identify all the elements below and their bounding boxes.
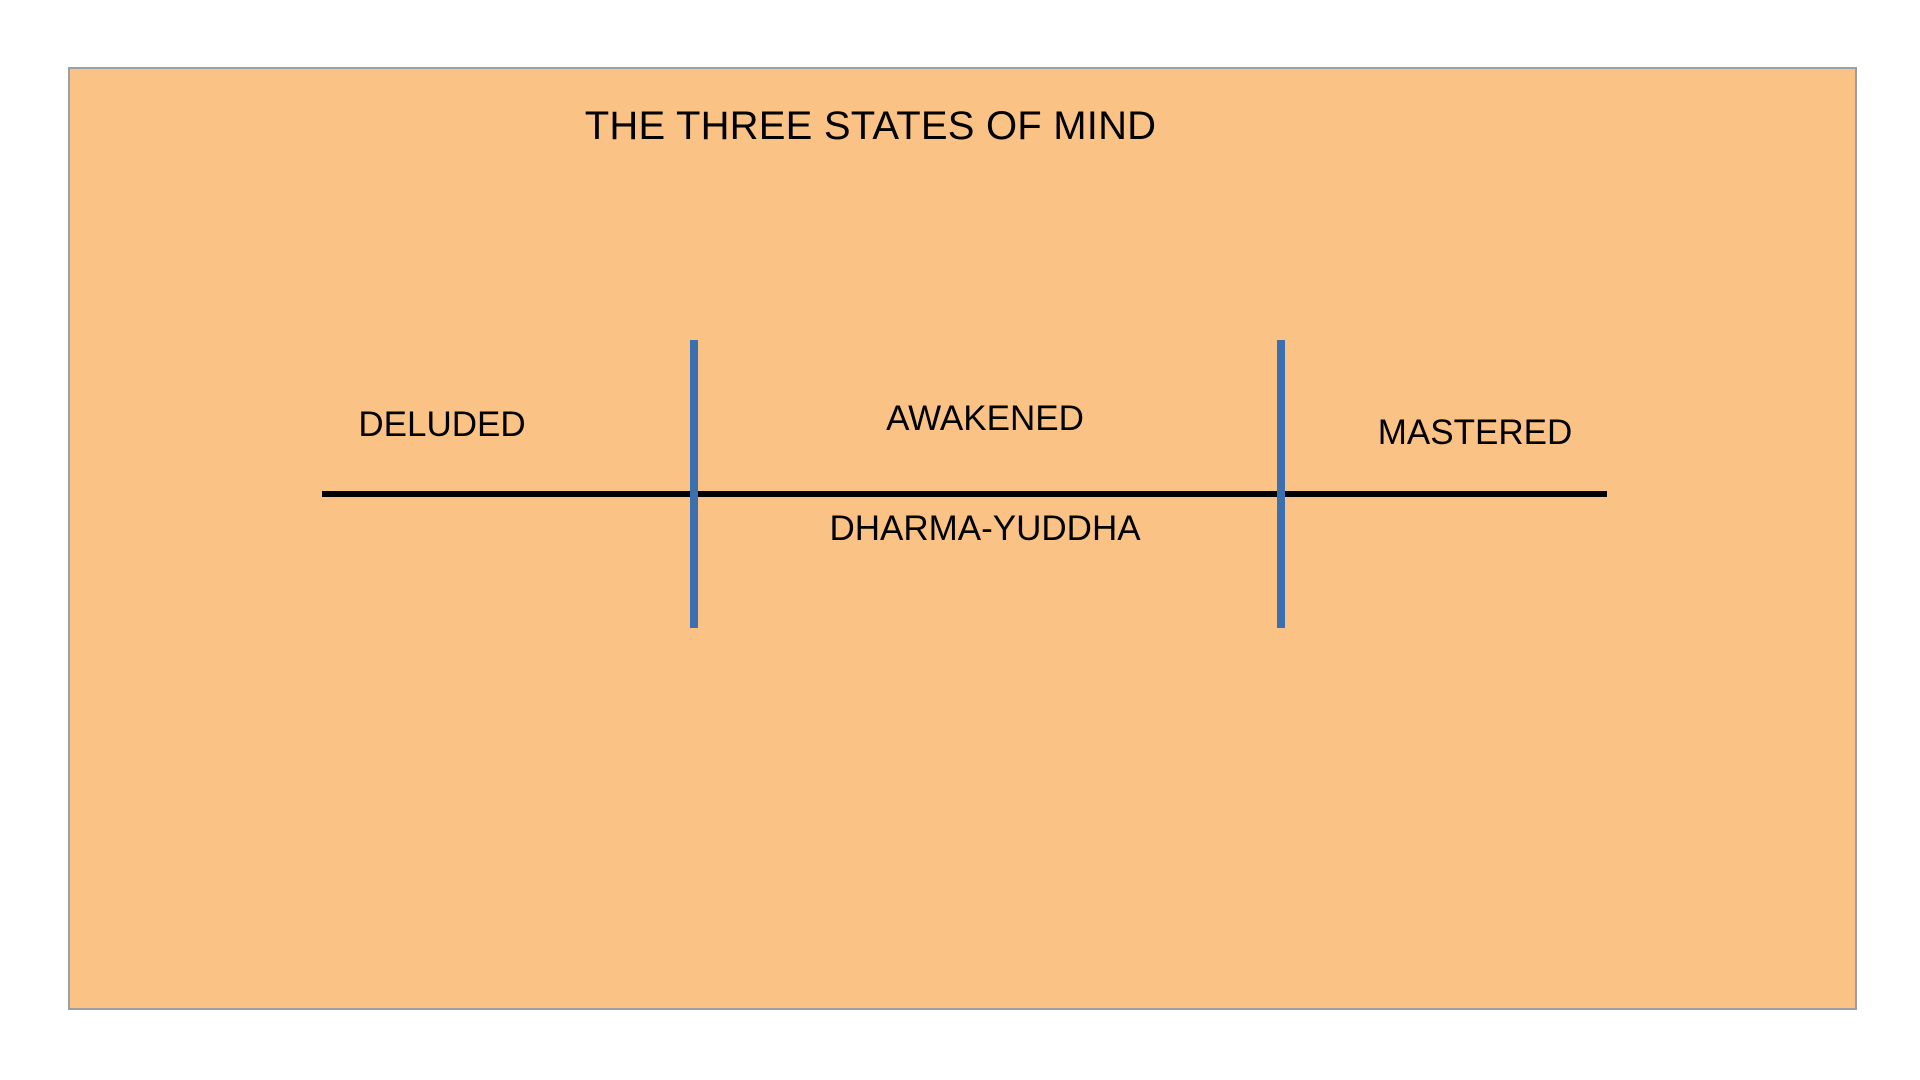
segment-label-mastered: MASTERED [1377,413,1573,452]
segment-sublabel-dharma-yuddha: DHARMA-YUDDHA [829,509,1141,548]
page-title-text: THE THREE STATES OF MIND [584,104,1157,148]
spectrum-axis-line [322,491,1607,497]
divider-bar-left [690,340,698,628]
divider-bar-right [1277,340,1285,628]
page-title: THE THREE STATES OF MIND [70,104,1855,149]
segment-label-awakened: AWAKENED [886,399,1084,438]
diagram-panel: THE THREE STATES OF MIND DELUDED AWAKENE… [68,67,1857,1010]
segment-label-deluded: DELUDED [358,405,526,444]
